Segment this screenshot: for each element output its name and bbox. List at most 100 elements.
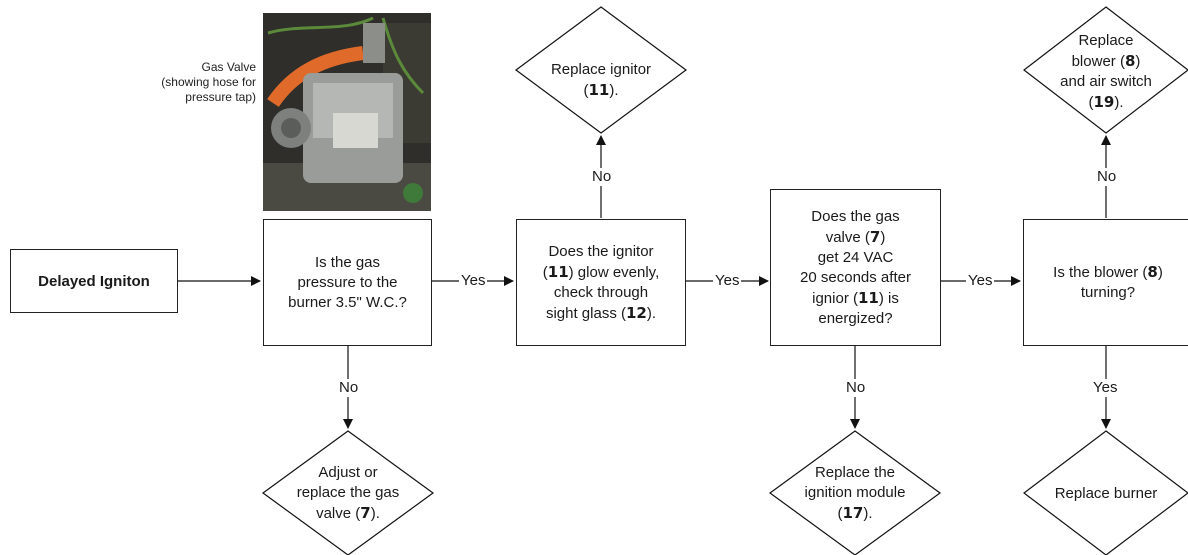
text-line: burner 3.5" W.C.?	[288, 293, 407, 313]
edge-label-no: No	[590, 168, 614, 186]
caption-line: Gas Valve	[201, 60, 256, 74]
action-adjust-gas-valve: Adjust or replace the gas valve (7).	[273, 463, 423, 524]
action-replace-ignition-module: Replace the ignition module (17).	[780, 463, 930, 524]
text-segment: Adjust or	[318, 464, 378, 481]
text-segment: ).	[609, 82, 619, 99]
text-segment: ).	[1114, 94, 1124, 111]
text-line: Adjust or	[273, 463, 423, 483]
text-segment: Is the gas	[314, 253, 381, 271]
text-line: Replace the	[780, 463, 930, 483]
edge-label-no: No	[337, 379, 361, 397]
text-line: get 24 VAC	[800, 248, 911, 268]
caption-line: (showing hose for	[161, 75, 256, 89]
text-line: Does the ignitor	[543, 242, 659, 262]
text-line: (11).	[526, 80, 676, 101]
edge-label-yes: Yes	[966, 272, 995, 290]
text-segment: ).	[370, 505, 380, 522]
text-line: sight glass (12).	[543, 303, 659, 324]
text-segment: )	[880, 228, 886, 246]
text-line: 20 seconds after	[800, 268, 911, 288]
part-number: 7	[869, 227, 881, 246]
text-line: (11) glow evenly,	[543, 262, 659, 283]
text-segment: ) glow evenly,	[568, 263, 660, 281]
text-line: valve (7).	[273, 503, 423, 524]
text-segment: energized?	[818, 309, 893, 327]
text-segment: Does the gas	[811, 207, 900, 225]
text-segment: (	[837, 505, 843, 522]
text-segment: )	[1157, 264, 1163, 281]
action-replace-burner: Replace burner	[1031, 484, 1181, 504]
text-line: Is the blower (8)	[1053, 262, 1163, 283]
text-segment: Replace the	[814, 464, 896, 481]
part-number: 17	[842, 504, 864, 522]
text-segment: valve (	[825, 228, 870, 246]
diamond-replace-ignitor	[514, 6, 688, 134]
text-line: ignior (11) is	[800, 288, 911, 309]
caption-line: pressure tap)	[185, 90, 256, 104]
part-number: 11	[588, 81, 610, 99]
text-line: Does the gas	[800, 207, 911, 227]
part-number: 7	[360, 504, 371, 522]
start-box: Delayed Igniton	[10, 249, 178, 313]
photo-caption: Gas Valve (showing hose for pressure tap…	[118, 60, 256, 105]
edge-label-yes: Yes	[713, 272, 742, 290]
text-segment: ) is	[878, 289, 899, 307]
gas-valve-photo	[263, 13, 431, 211]
action-replace-ignitor: Replace ignitor (11).	[526, 60, 676, 101]
question-text: Does the ignitor(11) glow evenly,check t…	[543, 242, 659, 324]
text-line: valve (7)	[800, 227, 911, 248]
edge-label-yes: Yes	[459, 272, 488, 290]
text-segment: Replace burner	[1054, 485, 1158, 502]
text-line: energized?	[800, 309, 911, 329]
text-segment: )	[1135, 53, 1141, 70]
text-line: (19).	[1036, 92, 1176, 113]
diamond-replace-burner	[1023, 430, 1188, 555]
text-line: check through	[543, 283, 659, 303]
text-line: and air switch	[1036, 72, 1176, 92]
text-segment: Replace	[1078, 32, 1134, 49]
text-segment: ignior (	[812, 289, 858, 307]
text-segment: Replace ignitor	[550, 61, 652, 78]
diamond-adjust-gas-valve	[261, 430, 435, 555]
text-line: Is the gas	[288, 253, 407, 273]
text-segment: (	[583, 82, 589, 99]
text-line: pressure to the	[288, 273, 407, 293]
text-segment: ignition module	[804, 484, 906, 501]
edge-label-no: No	[844, 379, 868, 397]
edge-label-no: No	[1095, 168, 1119, 186]
text-segment: sight glass (	[545, 304, 626, 322]
text-line: ignition module	[780, 483, 930, 503]
part-number: 11	[547, 262, 569, 281]
text-line: Replace	[1036, 31, 1176, 51]
diamond-replace-blower	[1023, 6, 1188, 134]
part-number: 8	[1124, 52, 1136, 70]
text-segment: pressure to the	[297, 273, 398, 291]
part-number: 8	[1147, 263, 1158, 281]
text-segment: (	[542, 263, 548, 281]
question-text: Is the gas pressure to the burner 3.5" W.C…	[288, 253, 407, 313]
part-number: 19	[1093, 93, 1115, 111]
text-line: turning?	[1053, 283, 1163, 303]
text-segment: blower (	[1071, 53, 1125, 70]
text-segment: and air switch	[1060, 73, 1152, 90]
part-number: 11	[857, 288, 879, 307]
start-label: Delayed Igniton	[38, 272, 150, 290]
text-line: Replace burner	[1031, 484, 1181, 504]
text-line: (17).	[780, 503, 930, 524]
part-number: 12	[626, 303, 647, 322]
text-segment: burner 3.5" W.C.?	[288, 293, 407, 311]
text-segment: ).	[646, 304, 657, 322]
text-segment: valve (	[316, 505, 361, 522]
question-text: Is the blower (8)turning?	[1053, 262, 1163, 303]
text-line: blower (8)	[1036, 51, 1176, 72]
text-segment: check through	[553, 283, 649, 301]
text-segment: 20 seconds after	[800, 268, 911, 286]
text-segment: ).	[863, 505, 873, 522]
edge-label-yes: Yes	[1091, 379, 1120, 397]
text-segment: turning?	[1080, 284, 1136, 301]
text-segment: replace the gas	[296, 484, 400, 501]
